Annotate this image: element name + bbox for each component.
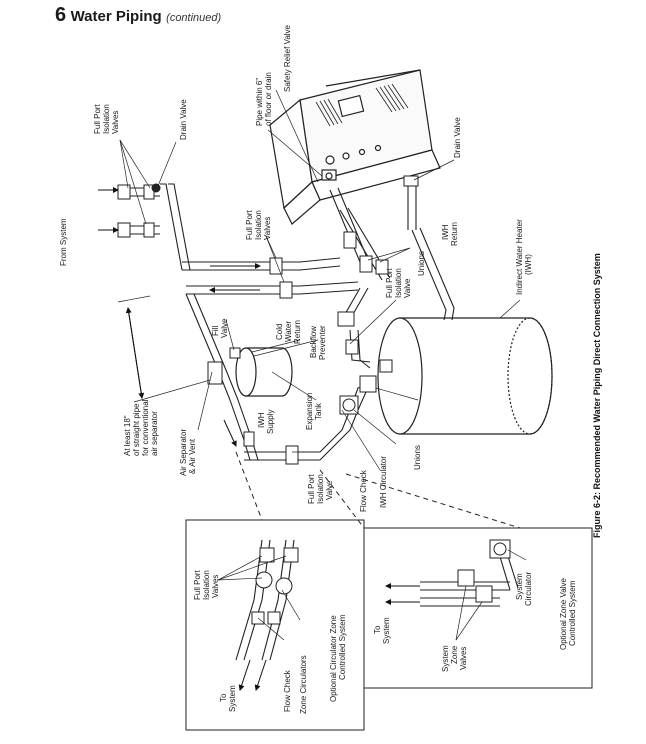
full-port-mid-label-1: Full Port bbox=[245, 209, 254, 240]
full-port-low-label-2: Isolation bbox=[316, 474, 325, 504]
optional-circulator-label-2: Controlled System bbox=[338, 614, 347, 680]
to-system-left-label-2: System bbox=[228, 685, 237, 712]
unions-low-label: Unions bbox=[413, 445, 422, 470]
zone-valve-box bbox=[363, 527, 593, 689]
full-port-box-label-2: Isolation bbox=[202, 570, 211, 600]
fill-valve-label-1: Fill bbox=[211, 326, 220, 336]
cold-water-return-label-2: Water bbox=[284, 321, 293, 342]
section-continued: (continued) bbox=[166, 12, 222, 24]
full-port-top-label-3: Valves bbox=[111, 111, 120, 134]
pipe-within-label-2: of floor or drain bbox=[264, 72, 273, 126]
full-port-low-label-3: Valve bbox=[325, 480, 334, 500]
to-system-left-label-1: To bbox=[219, 693, 228, 702]
flow-check-label: Flow Check bbox=[359, 469, 368, 512]
iwh-return-label-1: IWH bbox=[441, 224, 450, 240]
air-separator-label-1: Air Separator bbox=[179, 429, 188, 476]
drain-valve-boiler-label: Drain Valve bbox=[453, 117, 462, 158]
expansion-tank-label-2: Tank bbox=[314, 402, 323, 420]
iwh-circulator-label: IWH Circulator bbox=[379, 456, 388, 508]
figure-caption: Figure 6-2: Recommended Water Piping Dir… bbox=[592, 253, 602, 538]
flow-arrows bbox=[98, 187, 420, 691]
indirect-water-heater-label-1: Indirect Water Heater bbox=[515, 219, 524, 295]
flow-check-box-label: Flow Check bbox=[283, 669, 292, 712]
full-port-low-label-1: Full Port bbox=[307, 473, 316, 504]
air-separator bbox=[207, 361, 223, 385]
section-number: 6 bbox=[55, 4, 67, 26]
at-least-label-3: for conventional bbox=[141, 399, 150, 456]
zone-circulators-label: Zone Circulators bbox=[299, 655, 308, 714]
full-port-mid-label-2: Isolation bbox=[254, 210, 263, 240]
at-least-label-2: of straight pipe bbox=[132, 403, 141, 456]
expansion-tank-label-1: Expansion bbox=[305, 393, 314, 430]
at-least-label-1: At least 18" bbox=[123, 415, 132, 456]
full-port-box-label-1: Full Port bbox=[193, 569, 202, 600]
backflow-preventer-label-2: Preventer bbox=[318, 325, 327, 360]
section-header: 6 Water Piping (continued) bbox=[55, 4, 221, 27]
full-port-right-label-2: Isolation bbox=[394, 268, 403, 298]
section-title: Water Piping bbox=[70, 8, 162, 25]
zone-valve bbox=[457, 569, 475, 587]
unions-top-label: Unions bbox=[417, 251, 426, 276]
from-system-label: From System bbox=[59, 218, 68, 266]
system-circulator-label-2: Circulator bbox=[524, 571, 533, 606]
full-port-top-label-1: Full Port bbox=[93, 103, 102, 134]
cold-water-return-label-1: Cold bbox=[275, 324, 284, 340]
safety-relief-valve-label: Safety Relief Valve bbox=[283, 24, 292, 92]
full-port-box-label-3: Valves bbox=[211, 575, 220, 598]
boiler bbox=[269, 69, 441, 225]
leader-lines bbox=[117, 89, 527, 641]
system-zone-valves-label-2: Zone bbox=[450, 645, 459, 664]
system-circulator-label-1: System bbox=[515, 573, 524, 600]
full-port-top-label-2: Isolation bbox=[102, 104, 111, 134]
backflow-preventer-label-1: Backflow bbox=[309, 326, 318, 358]
at-least-label-4: air separator bbox=[150, 411, 159, 456]
zone-valve bbox=[475, 585, 493, 603]
valve-icon bbox=[279, 281, 293, 299]
optional-zone-valve-label-2: Controlled System bbox=[568, 580, 577, 646]
air-separator-label-2: & Air Vent bbox=[188, 438, 197, 474]
pipe-within-label-1: Pipe within 6" bbox=[255, 78, 264, 126]
full-port-mid-label-3: Valves bbox=[263, 217, 272, 240]
indirect-water-heater-label-2: (IWH) bbox=[524, 254, 533, 275]
to-system-right-label-2: System bbox=[382, 617, 391, 644]
full-port-right-label-1: Full Port bbox=[385, 267, 394, 298]
valve-icon bbox=[345, 339, 359, 355]
system-zone-valves-label-3: Valves bbox=[459, 647, 468, 670]
labels: Safety Relief Valve Pipe within 6" of fl… bbox=[59, 24, 577, 714]
indirect-water-heater bbox=[377, 317, 553, 435]
iwh-supply-label-2: Supply bbox=[266, 410, 275, 434]
cold-water-return-label-3: Return bbox=[293, 320, 302, 344]
valve-icon bbox=[117, 222, 131, 238]
drain-valve-top-label: Drain Valve bbox=[179, 99, 188, 140]
optional-circulator-label-1: Optional Circulator Zone bbox=[329, 615, 338, 702]
full-port-right-label-3: Valve bbox=[403, 278, 412, 298]
valve-icon bbox=[285, 445, 299, 465]
system-zone-valves-label-1: System bbox=[441, 645, 450, 672]
optional-systems bbox=[185, 451, 593, 731]
iwh-return-label-2: Return bbox=[450, 222, 459, 246]
iwh-supply-label-1: IWH bbox=[257, 412, 266, 428]
fill-valve-label-2: Valve bbox=[220, 318, 229, 338]
expansion-tank bbox=[235, 347, 293, 397]
optional-zone-valve-label-1: Optional Zone Valve bbox=[559, 578, 568, 650]
to-system-right-label-1: To bbox=[373, 625, 382, 634]
